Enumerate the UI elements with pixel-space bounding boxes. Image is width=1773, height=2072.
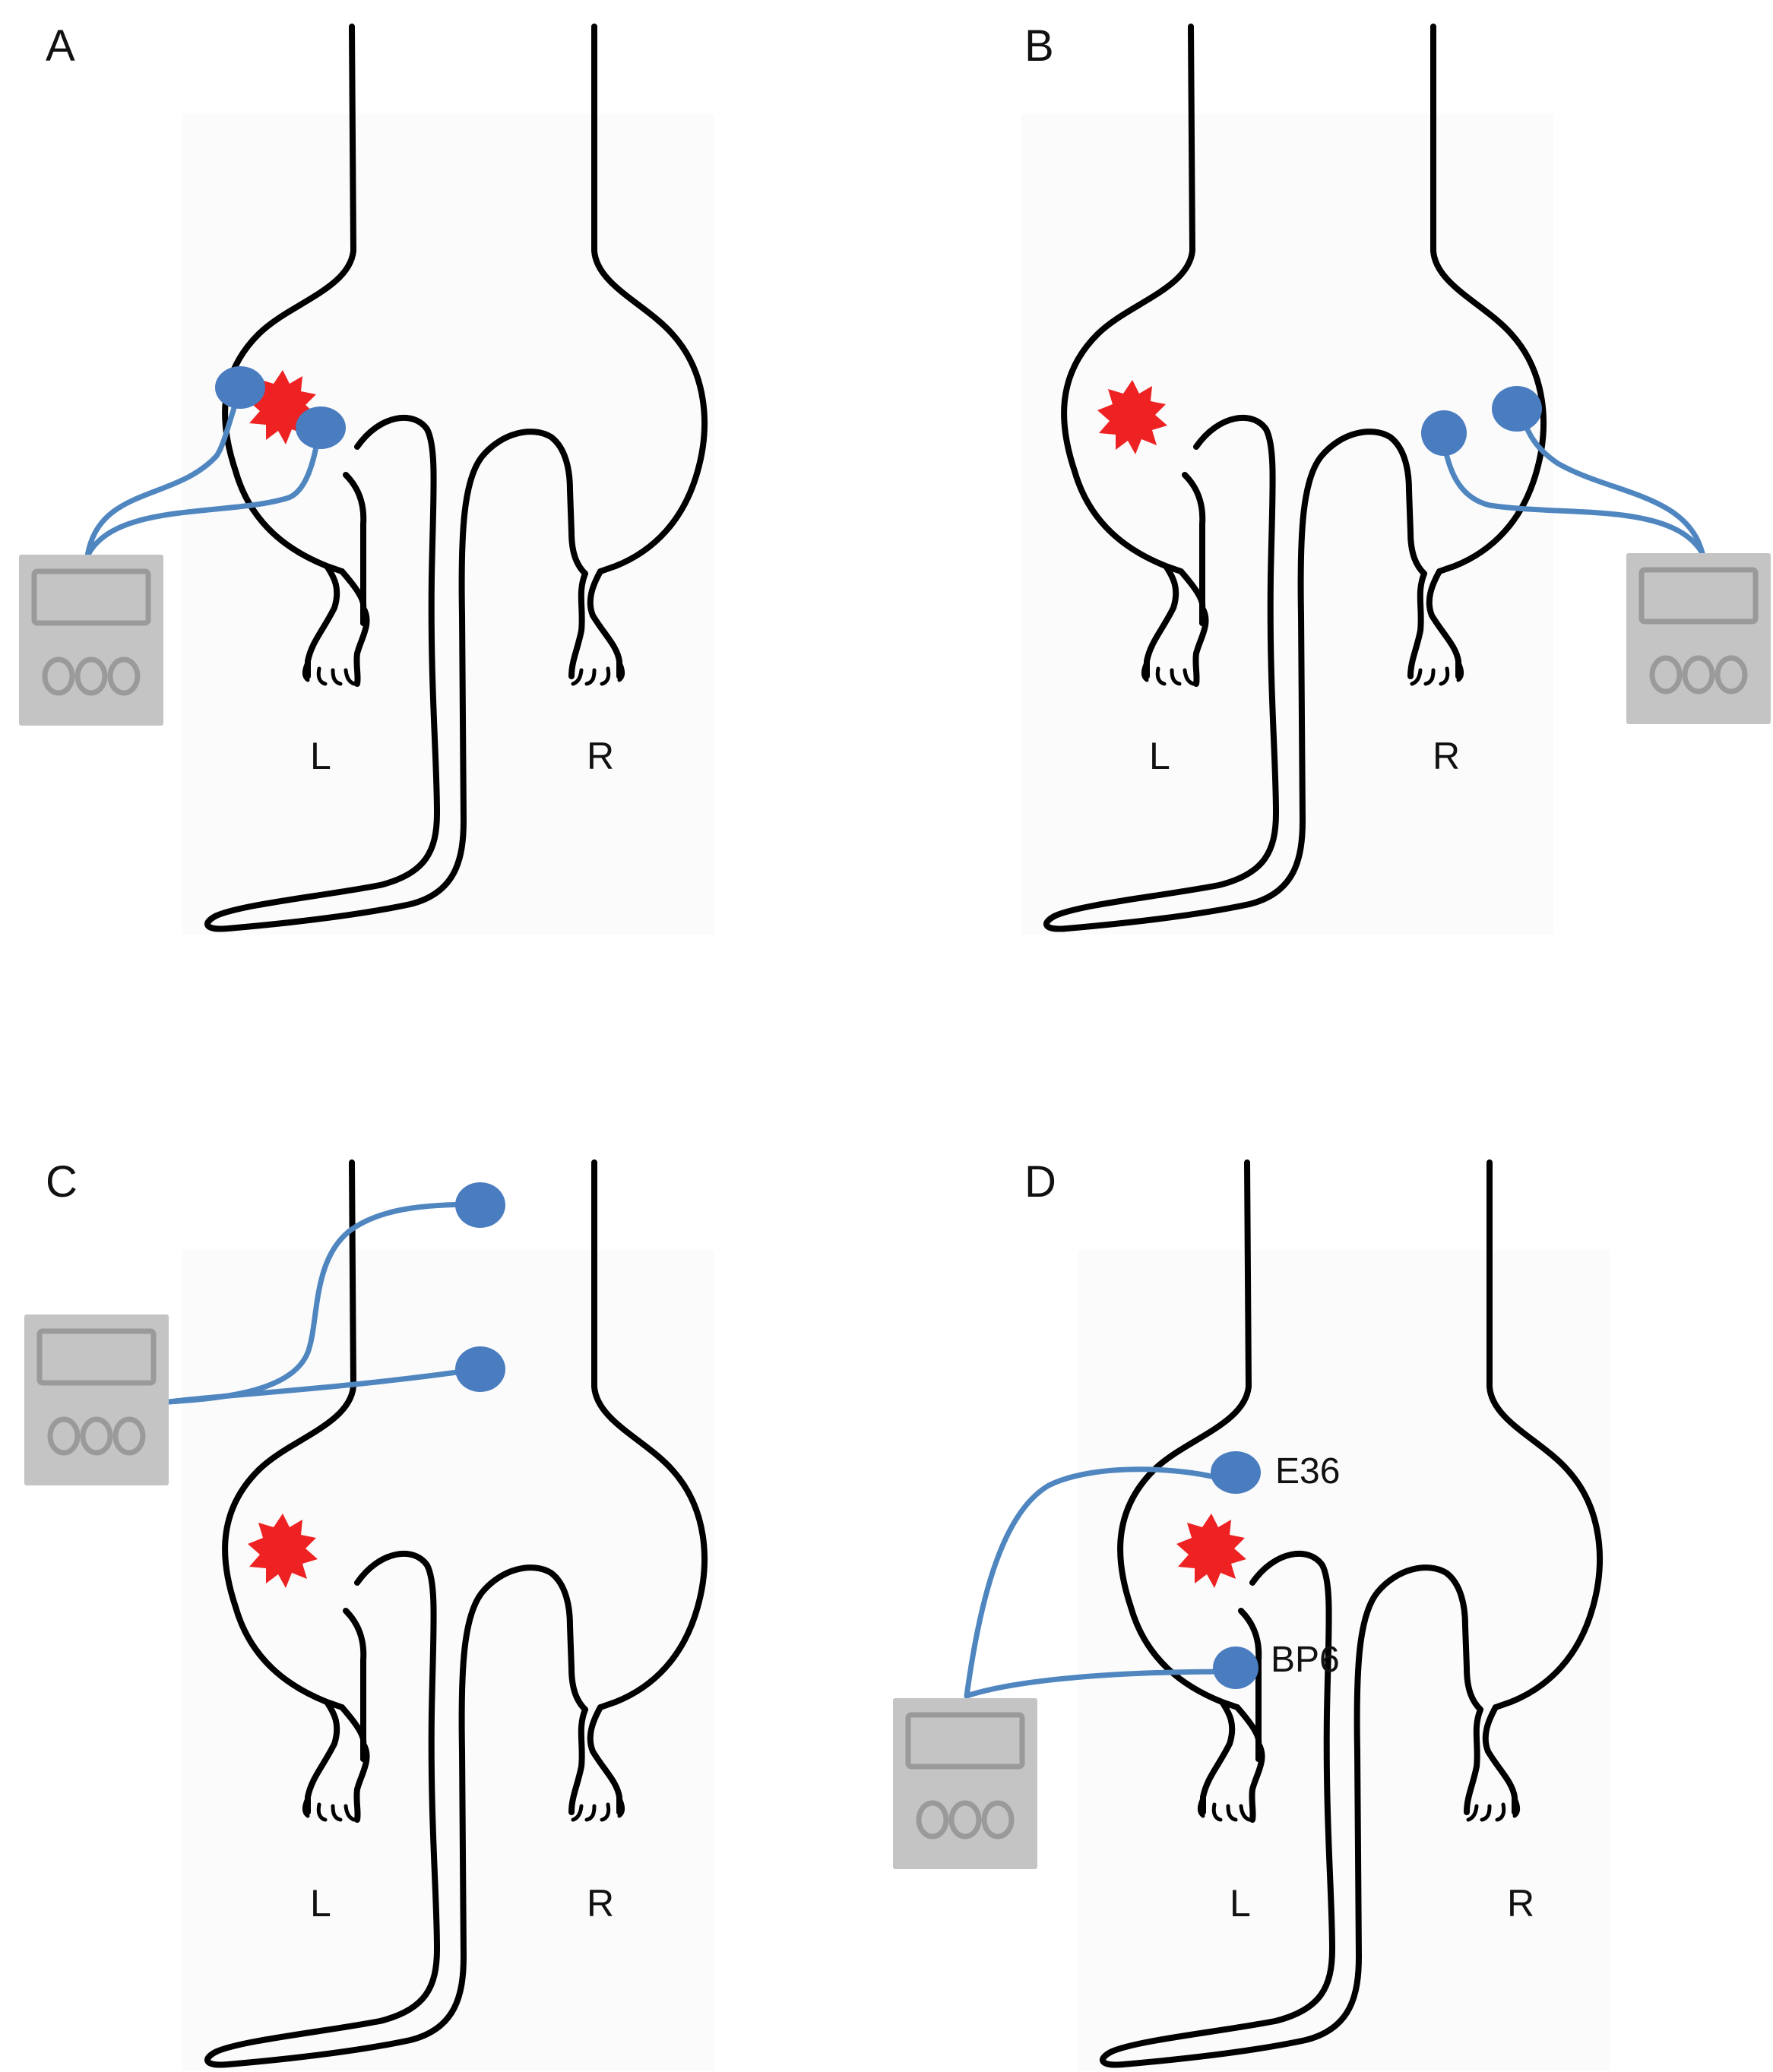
acupoint-label-e36: E36 xyxy=(1275,1451,1340,1492)
panel-b: B L R xyxy=(1021,21,1771,935)
electrode-pad-icon xyxy=(455,1182,505,1228)
panel-label-d: D xyxy=(1024,1157,1056,1207)
electrode-pad-icon xyxy=(1213,1647,1259,1689)
side-label-right-d: R xyxy=(1507,1882,1534,1925)
stimulator-device-icon xyxy=(19,555,163,726)
panel-label-c: C xyxy=(46,1157,78,1207)
wire-a-upper xyxy=(84,388,242,559)
wire-b-lower xyxy=(1439,430,1705,556)
electrode-pad-icon xyxy=(1492,386,1542,432)
rat-drawing-a xyxy=(182,27,714,935)
side-label-right-b: R xyxy=(1433,735,1460,777)
side-label-left-c: L xyxy=(310,1882,331,1925)
side-label-left-a: L xyxy=(310,735,331,777)
electrode-pad-icon xyxy=(1421,410,1467,456)
panel-a: A L R xyxy=(19,21,714,935)
electrode-pad-icon xyxy=(296,406,346,449)
stimulator-device-icon xyxy=(24,1314,169,1485)
rat-drawing-d xyxy=(1078,1163,1610,2070)
side-label-left-d: L xyxy=(1230,1882,1251,1925)
electrode-pad-icon xyxy=(455,1346,505,1392)
wire-d-lower xyxy=(964,1669,1234,1699)
wire-b-upper xyxy=(1517,407,1705,556)
side-label-right-a: R xyxy=(587,735,614,777)
panel-c: C L R xyxy=(24,1157,714,2070)
acupoint-label-bp6: BP6 xyxy=(1271,1640,1340,1680)
stimulator-device-icon xyxy=(1626,553,1771,724)
wire-c-upper xyxy=(166,1201,482,1405)
rat-drawing-b xyxy=(1021,27,1553,935)
side-label-right-c: R xyxy=(587,1882,614,1925)
panel-label-a: A xyxy=(46,21,75,71)
stimulator-device-icon xyxy=(893,1698,1037,1869)
electrode-pad-icon xyxy=(215,366,265,409)
wire-a-lower xyxy=(84,426,322,559)
panel-d: D E36 BP6 L R xyxy=(893,1157,1610,2070)
panel-label-b: B xyxy=(1024,21,1054,71)
rat-drawing-c xyxy=(182,1163,714,2070)
wire-c-lower xyxy=(166,1366,482,1405)
electrode-pad-icon xyxy=(1211,1451,1261,1494)
side-label-left-b: L xyxy=(1149,735,1170,777)
wire-d-upper xyxy=(964,1466,1234,1699)
